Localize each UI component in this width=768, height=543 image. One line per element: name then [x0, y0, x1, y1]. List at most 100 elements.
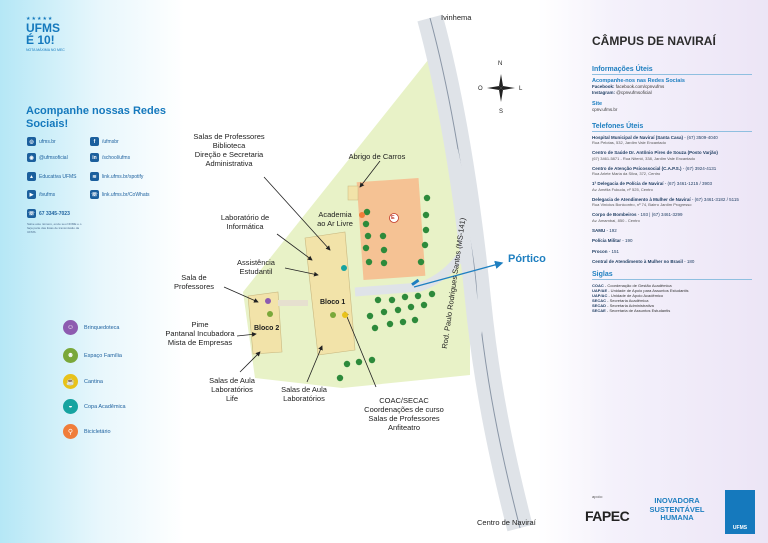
- graduation-icon: ▲: [27, 172, 36, 181]
- tree: [364, 232, 372, 240]
- social-spotify[interactable]: ≋link.ufms.br/spotify: [90, 172, 143, 181]
- tree: [363, 208, 371, 216]
- tree: [374, 296, 382, 304]
- social-instagram[interactable]: ◉@ufmsoficial: [27, 153, 68, 162]
- whatsapp-note: Salve este número, envie seu NOME e o fa…: [27, 222, 82, 234]
- phones-list: Hospital Municipal de Naviraí (Santa Cas…: [592, 135, 752, 265]
- canteen-icon: ☕: [63, 374, 78, 389]
- academia-marker: [389, 213, 399, 223]
- label-abrigo: Abrigo de Carros: [348, 152, 406, 161]
- tree: [422, 226, 430, 234]
- social-cowhats[interactable]: ☏link.ufms.br/CoWhats: [90, 190, 150, 199]
- tree: [422, 211, 430, 219]
- loop-road: [452, 149, 484, 351]
- bicycle-icon: ⚲: [63, 424, 78, 439]
- info-panel: CÂMPUS DE NAVIRAÍ Informações Úteis Acom…: [592, 34, 752, 313]
- tree: [343, 360, 351, 368]
- legend-bicicletario: ⚲Bicicletário: [63, 424, 111, 439]
- block-2-shape: [247, 291, 283, 355]
- portico-mark: [411, 278, 420, 286]
- legend-cantina: ☕Cantina: [63, 374, 103, 389]
- phones-heading: Telefones Úteis: [592, 123, 752, 132]
- tree: [421, 241, 429, 249]
- phone-entry: SAMU - 192: [592, 227, 617, 233]
- instagram-line[interactable]: Instagram: @cpnvufmsoficial: [592, 89, 652, 95]
- canteen-marker: [342, 312, 348, 318]
- tree: [365, 258, 373, 266]
- social-facebook[interactable]: f/ufmsbr: [90, 137, 119, 146]
- road-north-label: Ivinhema: [441, 13, 472, 22]
- family-marker-2: [330, 312, 336, 318]
- linkedin-icon: in: [90, 153, 99, 162]
- cafe-icon: ◒: [63, 399, 78, 414]
- sigla-entry: SECAD - Secretaria Administrativa: [592, 302, 654, 308]
- campus-title: CÂMPUS DE NAVIRAÍ: [592, 34, 716, 48]
- social-site[interactable]: ◎ufms.br: [27, 137, 56, 146]
- access-road: [354, 252, 466, 297]
- tree: [380, 246, 388, 254]
- tree: [407, 303, 415, 311]
- tree: [379, 232, 387, 240]
- sigla-entry: SECAE - Secretaria de Assuntos Estudanti…: [592, 307, 671, 313]
- block-1-shape: [304, 231, 356, 356]
- tree: [401, 293, 409, 301]
- legend-brinquedoteca: ☺Brinquedoteca: [63, 320, 119, 335]
- social-youtube[interactable]: ▶/tvufms: [27, 190, 55, 199]
- social-linkedin[interactable]: in/school/ufms: [90, 153, 130, 162]
- cafe-marker: [341, 265, 347, 271]
- block-2-label: Bloco 2: [254, 325, 280, 332]
- siglas-heading: Siglas: [592, 271, 752, 280]
- sigla-entry: COAC - Coordenação de Gestão Acadêmica: [592, 282, 672, 288]
- tree: [380, 308, 388, 316]
- phone-entry: 1ª Delegacia de Polícia de Naviraí - (67…: [592, 181, 712, 192]
- tree: [362, 244, 370, 252]
- tree: [414, 292, 422, 300]
- social-heading: Acompanhe nossas Redes Sociais!: [26, 105, 166, 130]
- tree: [368, 356, 376, 364]
- phone-entry: Central de Atendimento à Mulher no Brasi…: [592, 259, 695, 264]
- social-educativa[interactable]: ▲Educativa UFMS: [27, 172, 77, 181]
- whatsapp-icon: ☏: [27, 209, 36, 218]
- spotify-icon: ≋: [90, 172, 99, 181]
- globe-icon: ◎: [27, 137, 36, 146]
- block-1-label: Bloco 1: [320, 299, 346, 306]
- phone-entry: Delegacia de Atendimento à Mulher de Nav…: [592, 196, 739, 208]
- site-link[interactable]: cpnv.ufms.br: [592, 107, 618, 112]
- ufms-mark-logo: UFMS: [725, 490, 755, 534]
- toy-library-marker: [265, 298, 271, 304]
- compass-l: L: [519, 86, 523, 92]
- car-shelter: [347, 185, 359, 201]
- facebook-line[interactable]: Facebook: facebook.com/cpnvufms: [592, 84, 665, 89]
- sigla-entry: UAP/AE - Unidade de Apoio para Assuntos …: [592, 287, 689, 293]
- compass-o: O: [478, 86, 483, 92]
- sigla-entry: UAP/AC - Unidade de Apoio Acadêmico: [592, 292, 664, 298]
- toy-library-icon: ☺: [63, 320, 78, 335]
- legend-copa: ◒Copa Acadêmica: [63, 399, 126, 414]
- info-heading: Informações Úteis: [592, 66, 752, 75]
- academia-marker-text: E: [391, 215, 395, 221]
- phone-entry: Corpo de Bombeiros - 193 | (67) 3461-329…: [592, 212, 683, 223]
- tree: [388, 296, 396, 304]
- tree: [366, 312, 374, 320]
- instagram-icon: ◉: [27, 153, 36, 162]
- apoio-label: apoio:: [592, 494, 603, 499]
- social-whatsapp-number[interactable]: ☏67 3345-7023: [27, 209, 70, 218]
- tree: [380, 259, 388, 267]
- whatsapp-icon: ☏: [90, 190, 99, 199]
- tree: [399, 318, 407, 326]
- tree: [386, 320, 394, 328]
- tree: [394, 306, 402, 314]
- tree: [423, 194, 431, 202]
- tree: [355, 358, 363, 366]
- legend-espaco-familia: ☻Espaço Família: [63, 348, 122, 363]
